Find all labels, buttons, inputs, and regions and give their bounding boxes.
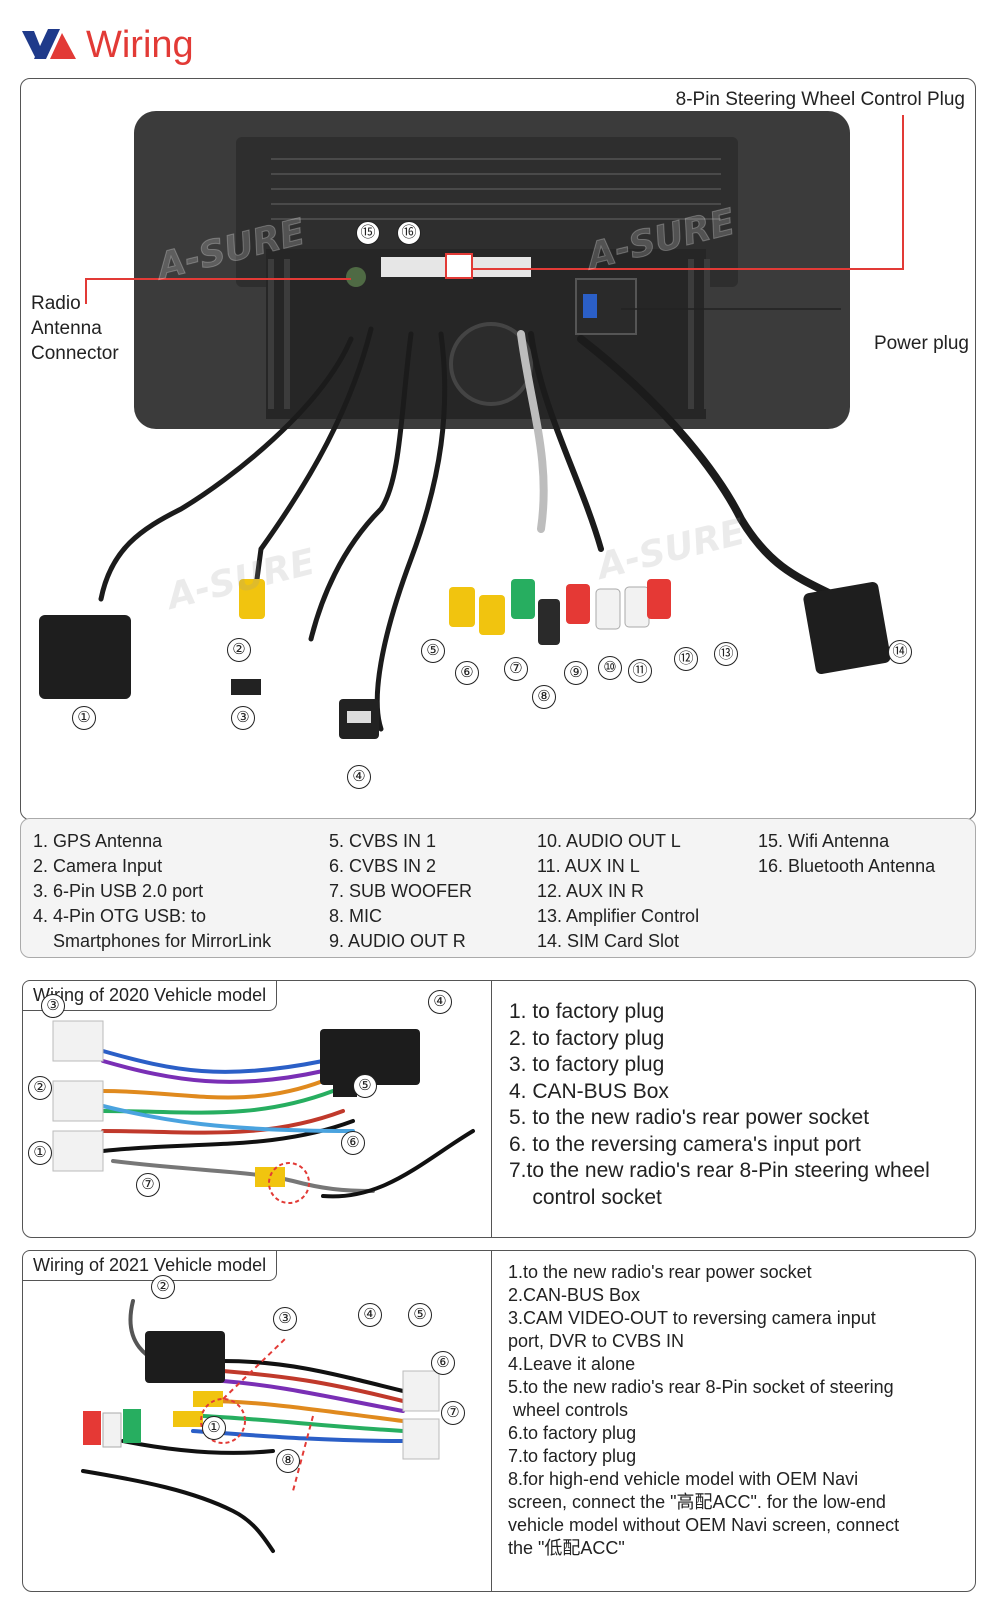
- main-wiring-diagram: A-SURE A-SURE A-SURE A-SURE 8-Pin Steeri…: [20, 78, 976, 820]
- marker-2021-8: ⑧: [276, 1449, 300, 1473]
- page-title: Wiring: [86, 23, 194, 66]
- marker-2020-6: ⑥: [341, 1131, 365, 1155]
- steering-plug-label: 8-Pin Steering Wheel Control Plug: [675, 89, 965, 110]
- marker-2020-5: ⑤: [353, 1074, 377, 1098]
- marker-1: ①: [72, 706, 96, 730]
- marker-7: ⑦: [504, 657, 528, 681]
- marker-2021-7: ⑦: [441, 1401, 465, 1425]
- wiring-2021-panel: Wiring of 2021 Vehicle model ② ③ ④ ⑤ ⑥ ①…: [22, 1250, 976, 1592]
- legend-column-2: 5. CVBS IN 1 6. CVBS IN 2 7. SUB WOOFER …: [329, 831, 473, 951]
- marker-2021-3: ③: [273, 1307, 297, 1331]
- marker-2: ②: [227, 638, 251, 662]
- head-unit-illustration: A-SURE A-SURE A-SURE A-SURE: [39, 111, 904, 739]
- wiring-2021-list: 1.to the new radio's rear power socket 2…: [508, 1262, 900, 1558]
- marker-3: ③: [231, 706, 255, 730]
- marker-2020-1: ①: [28, 1141, 52, 1165]
- radio-antenna-label: Radio Antenna Connector: [31, 293, 119, 364]
- legend-column-3: 10. AUDIO OUT L 11. AUX IN L 12. AUX IN …: [537, 831, 700, 951]
- marker-11: ⑪: [628, 659, 652, 683]
- marker-2021-6: ⑥: [431, 1351, 455, 1375]
- marker-2020-3: ③: [41, 994, 65, 1018]
- marker-2021-2: ②: [151, 1275, 175, 1299]
- marker-8: ⑧: [532, 685, 556, 709]
- marker-5: ⑤: [421, 639, 445, 663]
- marker-6: ⑥: [455, 661, 479, 685]
- marker-2020-2: ②: [28, 1076, 52, 1100]
- marker-2021-4: ④: [358, 1303, 382, 1327]
- marker-13: ⑬: [714, 642, 738, 666]
- marker-2021-1: ①: [202, 1416, 226, 1440]
- wiring-2021-title: Wiring of 2021 Vehicle model: [22, 1250, 278, 1281]
- marker-2020-7: ⑦: [136, 1173, 160, 1197]
- page-header: Wiring: [20, 20, 194, 70]
- marker-2020-4: ④: [428, 990, 452, 1014]
- marker-9: ⑨: [564, 661, 588, 685]
- legend-panel: 1. GPS Antenna 2. Camera Input 3. 6-Pin …: [20, 818, 976, 958]
- marker-15: ⑮: [356, 221, 380, 245]
- brand-logo-icon: [22, 29, 76, 59]
- marker-2021-5: ⑤: [408, 1303, 432, 1327]
- marker-4: ④: [347, 765, 371, 789]
- watermark-text: A-SURE: [590, 511, 749, 588]
- legend-column-4: 15. Wifi Antenna 16. Bluetooth Antenna: [758, 831, 936, 876]
- marker-10: ⑩: [598, 656, 622, 680]
- divider: [491, 981, 492, 1237]
- marker-12: ⑫: [674, 647, 698, 671]
- divider: [491, 1251, 492, 1591]
- marker-14: ⑭: [888, 640, 912, 664]
- harness-2021-illustration: [81, 1299, 440, 1553]
- harness-2020-illustration: [52, 1020, 475, 1204]
- legend-column-1: 1. GPS Antenna 2. Camera Input 3. 6-Pin …: [33, 831, 272, 951]
- wiring-2020-list: 1. to factory plug 2. to factory plug 3.…: [509, 1000, 930, 1209]
- power-plug-label: Power plug: [873, 333, 969, 354]
- wiring-2020-panel: Wiring of 2020 Vehicle model ③ ④ ② ⑤ ① ⑥…: [22, 980, 976, 1238]
- marker-16: ⑯: [397, 221, 421, 245]
